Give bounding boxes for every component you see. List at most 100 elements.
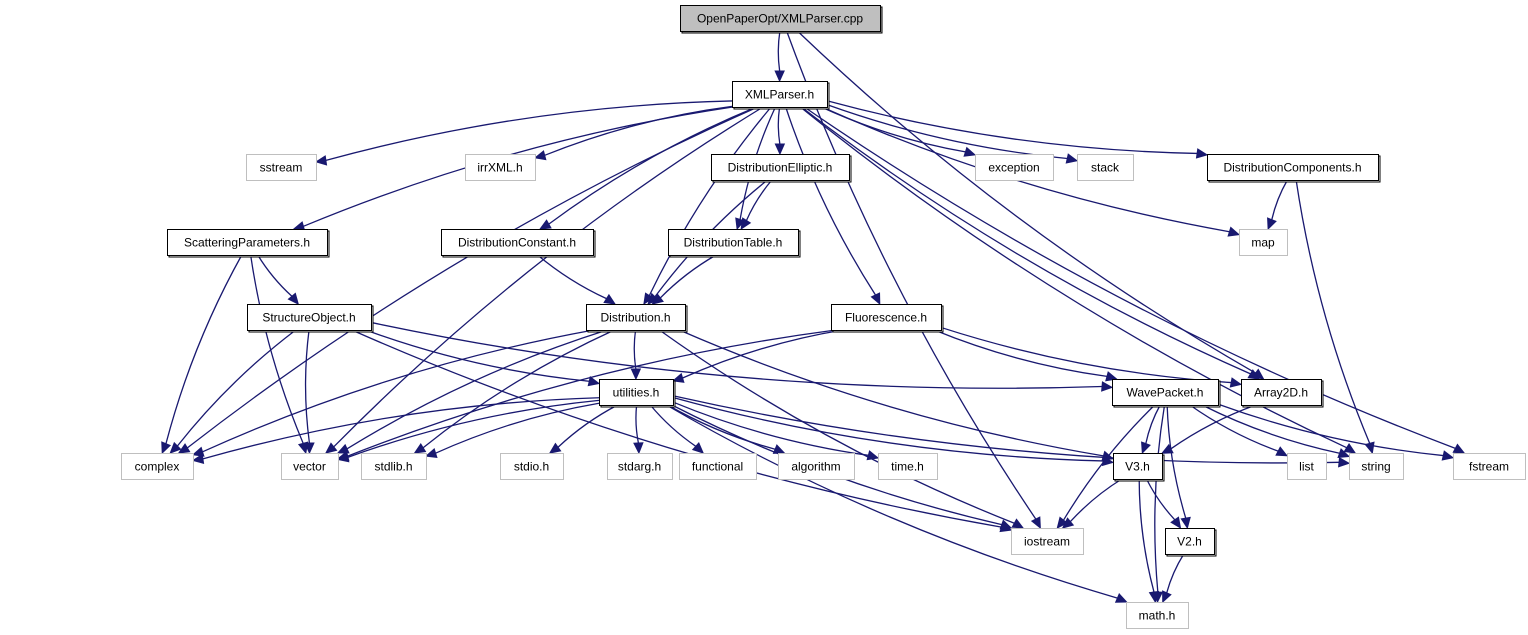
node-box [1239, 229, 1288, 256]
node-utilities[interactable]: utilities.h [599, 379, 676, 408]
edge-utilities-to-time [672, 401, 869, 456]
arrowhead-scattering-to-structobj [287, 292, 300, 305]
edge-structobj-to-iostream [351, 329, 1002, 528]
node-v3[interactable]: V3.h [1113, 453, 1165, 482]
node-iostream: iostream [1011, 528, 1084, 555]
node-label: stdio.h [514, 460, 549, 474]
node-label: algorithm [791, 460, 840, 474]
node-label: string [1361, 460, 1390, 474]
edge-utilities-to-v3 [672, 396, 1104, 462]
edge-fluorescence-to-vector [347, 329, 836, 457]
node-xmlparser[interactable]: XMLParser.h [732, 81, 830, 110]
node-box [831, 304, 942, 331]
node-box [1207, 154, 1379, 181]
arrowhead-structobj-to-complex [169, 441, 182, 454]
edge-distribution-to-v3 [679, 329, 1104, 457]
node-box [599, 379, 674, 406]
arrowhead-utilities-to-vector [336, 452, 350, 463]
node-box [711, 154, 850, 181]
arrowhead-array2d-to-v3 [1160, 443, 1174, 454]
arrowhead-fluorescence-to-utilities [671, 372, 685, 383]
node-stdlib: stdlib.h [361, 453, 427, 480]
node-exception: exception [975, 154, 1054, 181]
node-label: DistributionComponents.h [1223, 161, 1361, 175]
node-box [1241, 379, 1322, 406]
arrowhead-structobj-to-utilities [587, 376, 601, 387]
node-box [167, 229, 328, 256]
node-label: XMLParser.h [745, 88, 814, 102]
node-scattering[interactable]: ScatteringParameters.h [167, 229, 330, 258]
node-label: map [1251, 236, 1275, 250]
arrowhead-fluorescence-to-array2d [1229, 377, 1243, 388]
edge-xmlparser-to-scattering [303, 106, 733, 227]
node-distribution[interactable]: Distribution.h [586, 304, 688, 333]
edge-scattering-to-complex [165, 254, 243, 444]
edge-xmlparser-to-vector [333, 106, 764, 448]
node-box [878, 453, 938, 480]
edge-xmlparser-to-distconst [548, 106, 757, 225]
arrowhead-utilities-to-stdio [548, 442, 562, 454]
edge-distconst-to-distribution [537, 254, 607, 300]
node-label: iostream [1024, 535, 1070, 549]
node-box [1126, 602, 1189, 629]
edge-v2-to-math [1166, 553, 1185, 594]
arrowhead-distelliptic-to-disttable [740, 217, 752, 231]
node-algorithm: algorithm [778, 453, 855, 480]
arrowhead-wavepacket-to-v3 [1141, 441, 1151, 455]
node-wavepacket[interactable]: WavePacket.h [1112, 379, 1221, 408]
node-label: stdarg.h [618, 460, 661, 474]
node-fluorescence[interactable]: Fluorescence.h [831, 304, 944, 333]
arrowhead-v3-to-v2 [1170, 516, 1182, 530]
arrowhead-v3-to-math [1148, 590, 1160, 604]
edge-structobj-to-complex [176, 329, 297, 447]
node-label: ScatteringParameters.h [184, 236, 310, 250]
node-cpp[interactable]: OpenPaperOpt/XMLParser.cpp [680, 5, 883, 34]
node-box [668, 229, 799, 256]
edge-scattering-to-structobj [257, 254, 293, 297]
arrowhead-cpp-to-iostream [1030, 516, 1041, 530]
edge-utilities-to-math [666, 404, 1118, 599]
edge-wavepacket-to-math [1154, 404, 1166, 593]
arrowhead-utilities-to-complex [191, 453, 205, 465]
edge-wavepacket-to-v3 [1145, 404, 1161, 444]
node-box [778, 453, 855, 480]
node-distelliptic[interactable]: DistributionElliptic.h [711, 154, 852, 183]
node-box [680, 5, 881, 32]
node-distcomp[interactable]: DistributionComponents.h [1207, 154, 1381, 183]
arrowhead-distribution-to-complex [191, 446, 205, 457]
node-label: sstream [260, 161, 303, 175]
arrowhead-utilities-to-v3 [1101, 455, 1115, 467]
arrowhead-distribution-to-stdlib [413, 443, 427, 454]
edge-utilities-to-stdarg [635, 404, 640, 444]
node-structobj[interactable]: StructureObject.h [247, 304, 374, 333]
arrowhead-xmlparser-to-exception [963, 146, 977, 157]
node-box [975, 154, 1054, 181]
edge-xmlparser-to-fstream [803, 106, 1456, 449]
arrowhead-utilities-to-stdarg [633, 442, 644, 455]
edge-wavepacket-to-string [1201, 404, 1340, 454]
node-disttable[interactable]: DistributionTable.h [668, 229, 801, 258]
edge-utilities-to-algorithm [667, 404, 776, 450]
edge-structobj-to-utilities [365, 329, 590, 382]
node-box [607, 453, 673, 480]
edge-xmlparser-to-fluorescence [785, 106, 877, 296]
node-string: string [1349, 453, 1404, 480]
node-box [732, 81, 828, 108]
node-label: math.h [1139, 609, 1176, 623]
node-v2[interactable]: V2.h [1165, 528, 1217, 557]
edge-utilities-to-vector [347, 399, 600, 458]
node-label: stack [1091, 161, 1120, 175]
node-box [246, 154, 317, 181]
arrowhead-v3-to-iostream [1061, 517, 1075, 529]
arrowhead-xmlparser-to-vector [324, 442, 338, 454]
edge-wavepacket-to-v2 [1166, 404, 1187, 519]
edge-wavepacket-to-list [1189, 404, 1279, 452]
edge-array2d-to-v3 [1170, 404, 1257, 450]
node-array2d[interactable]: Array2D.h [1241, 379, 1324, 408]
node-label: vector [293, 460, 326, 474]
node-distconst[interactable]: DistributionConstant.h [441, 229, 596, 258]
node-complex: complex [121, 453, 194, 480]
arrowhead-xmlparser-to-irrxml [533, 150, 547, 161]
edge-disttable-to-distribution [659, 254, 717, 299]
